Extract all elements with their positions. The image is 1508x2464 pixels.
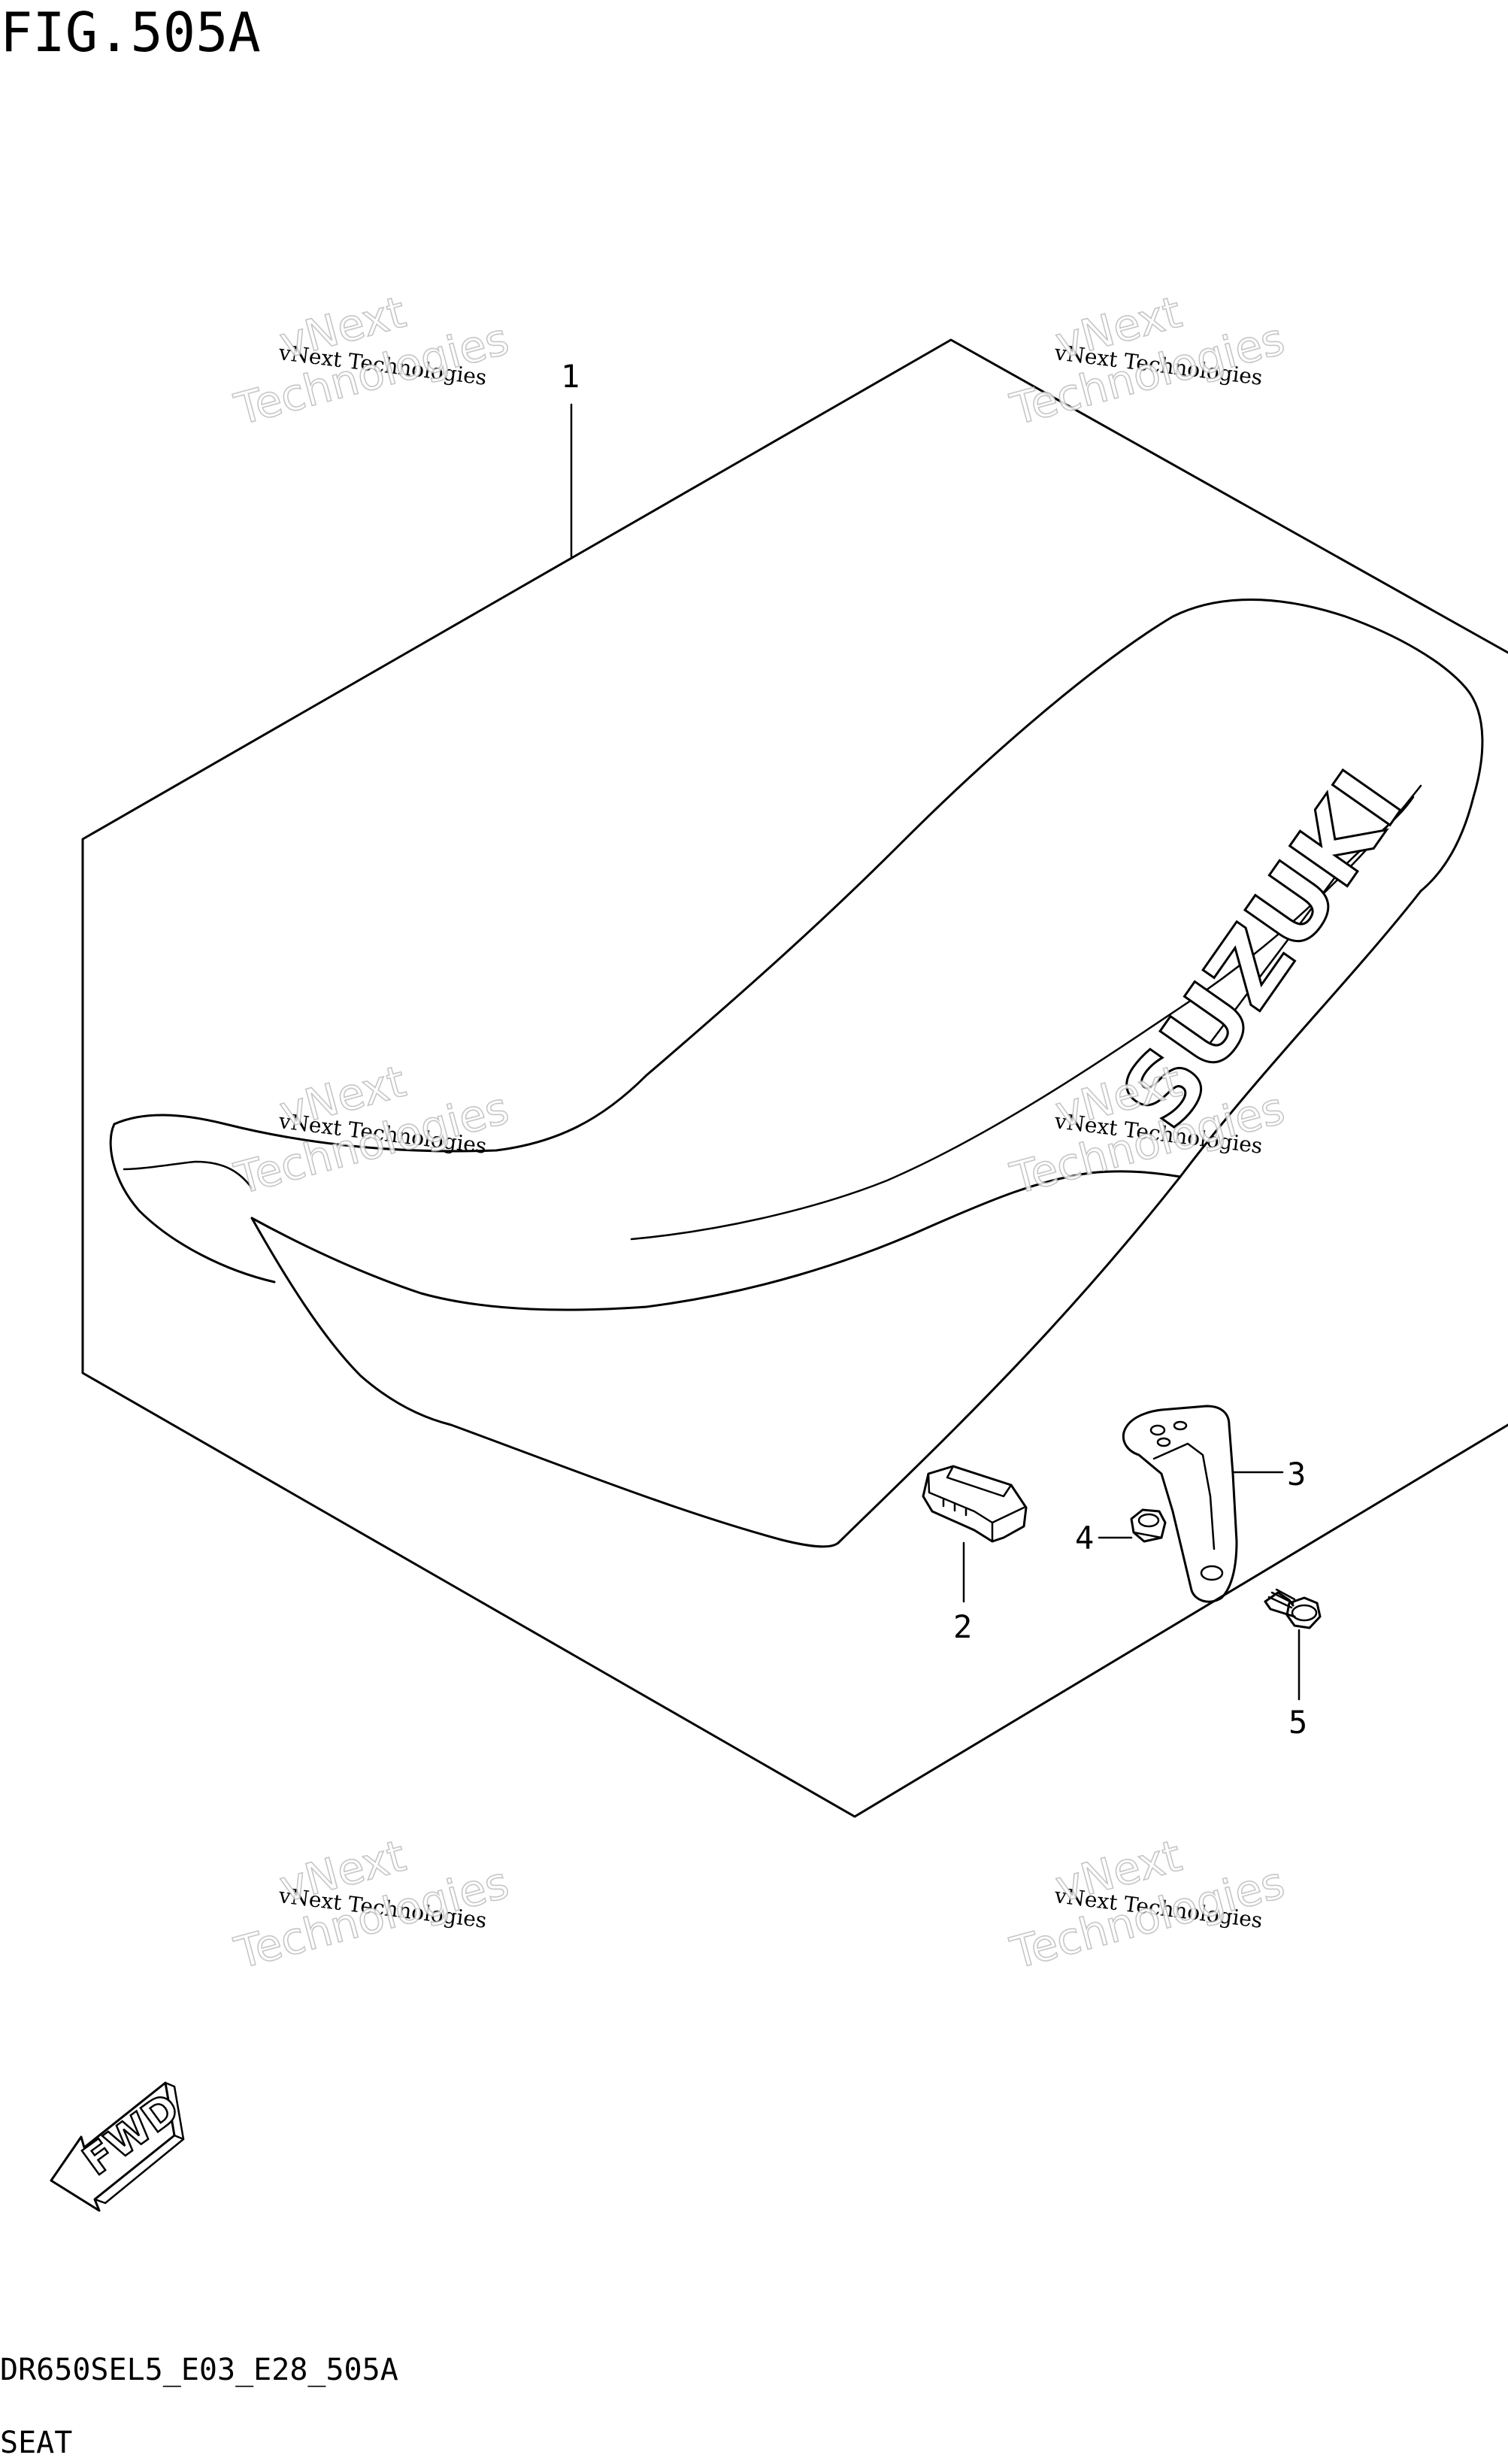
callout-5: 5 <box>1288 1704 1307 1741</box>
seat-part: SUZUKI <box>109 599 1484 1548</box>
bracket-part <box>1122 1405 1238 1603</box>
callout-4: 4 <box>1075 1520 1094 1556</box>
callout-2: 2 <box>953 1608 972 1645</box>
callout-1: 1 <box>561 358 580 395</box>
assembly-boundary <box>81 338 1508 1818</box>
watermark-6-large: vNext Technologies <box>1004 1829 1290 1980</box>
figure-title: FIG.505A <box>0 1 261 64</box>
figure-name: SEAT <box>0 2426 72 2460</box>
watermark-2-large: vNext Technologies <box>1004 286 1290 436</box>
watermark-1-large: vNext Technologies <box>229 286 514 436</box>
watermark-3-large: vNext Technologies <box>229 1055 514 1205</box>
figure-code: DR650SEL5_E03_E28_505A <box>0 2353 398 2387</box>
callout-3: 3 <box>1287 1456 1306 1493</box>
watermark-5-large: vNext Technologies <box>229 1829 514 1980</box>
forward-arrow-icon: FWD <box>50 2081 189 2212</box>
bolt-part <box>1264 1588 1322 1629</box>
nut-part <box>1130 1508 1167 1543</box>
cushion-block-part <box>922 1465 1028 1543</box>
